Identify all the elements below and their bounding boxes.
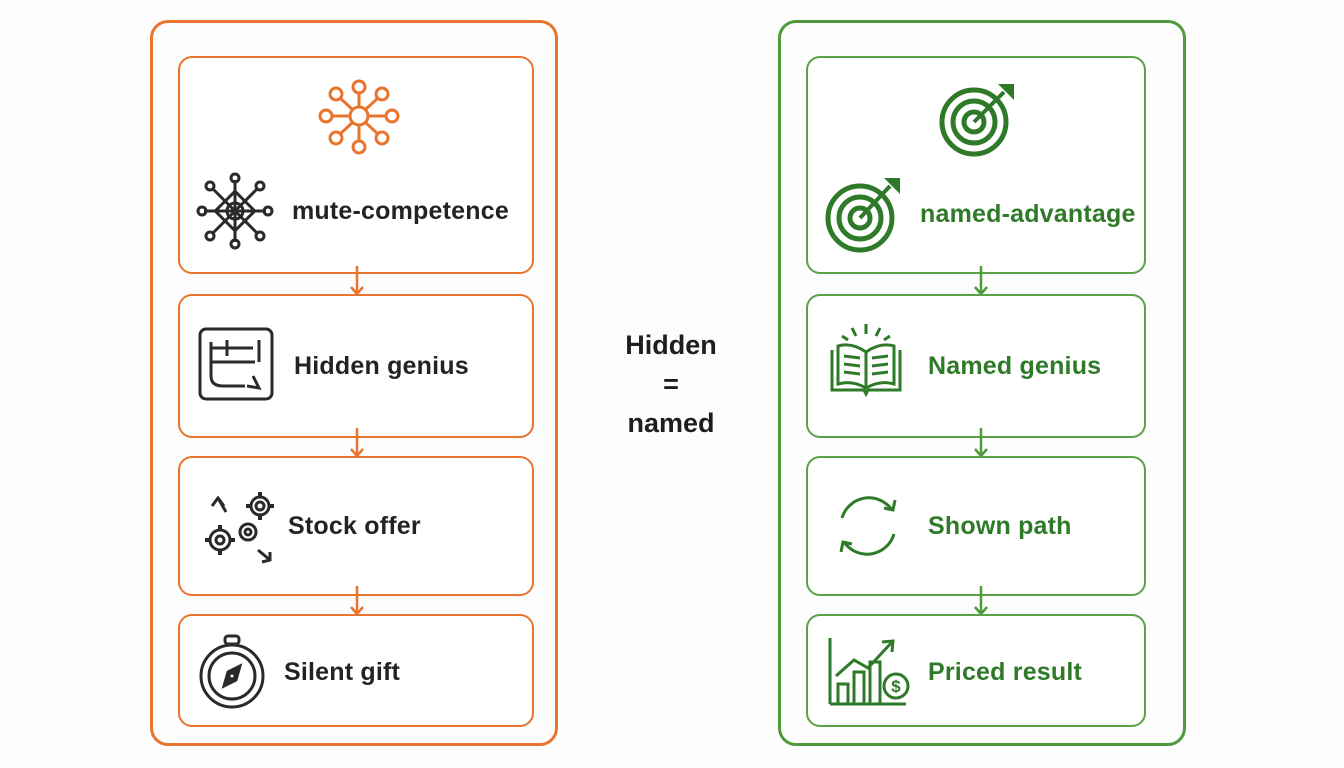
left-step-label-3: Stock offer [288,512,421,540]
left-step-card-3: Stock offer [178,456,534,596]
right-step-card-3: Shown path [806,456,1146,596]
left-step-label-1: mute-competence [292,197,509,225]
network-hub-icon [318,79,400,155]
target-icon [825,178,900,253]
growth-chart-dollar-icon: $ [828,638,910,706]
right-step-card-4: $ Priced result [806,614,1146,727]
cycle-arrows-icon [839,496,897,556]
svg-text:$: $ [891,677,901,696]
center-equation: Hidden = named [606,326,736,443]
network-node-icon [196,172,274,250]
right-step-card-2: Named genius [806,294,1146,438]
right-column-panel: named-advantage Nam [778,20,1186,746]
center-line-3: named [627,408,715,438]
right-step-label-3: Shown path [928,512,1072,540]
right-step-label-2: Named genius [928,352,1102,380]
right-step-card-1: named-advantage [806,56,1146,274]
left-step-card-1: mute-competence [178,56,534,274]
left-step-card-4: Silent gift [178,614,534,727]
left-step-label-4: Silent gift [284,658,401,686]
center-line-2: = [663,369,679,399]
left-step-label-2: Hidden genius [294,352,469,380]
compass-icon [199,634,265,709]
right-step-label-4: Priced result [928,658,1083,686]
maze-path-icon [198,327,274,401]
target-arrow-icon [939,84,1014,157]
gears-icon [205,492,274,564]
left-column-panel: mute-competence Hidden genius [150,20,558,746]
left-step-card-2: Hidden genius [178,294,534,438]
right-step-label-1: named-advantage [920,200,1136,228]
open-book-icon [830,324,902,398]
center-line-1: Hidden [625,330,717,360]
